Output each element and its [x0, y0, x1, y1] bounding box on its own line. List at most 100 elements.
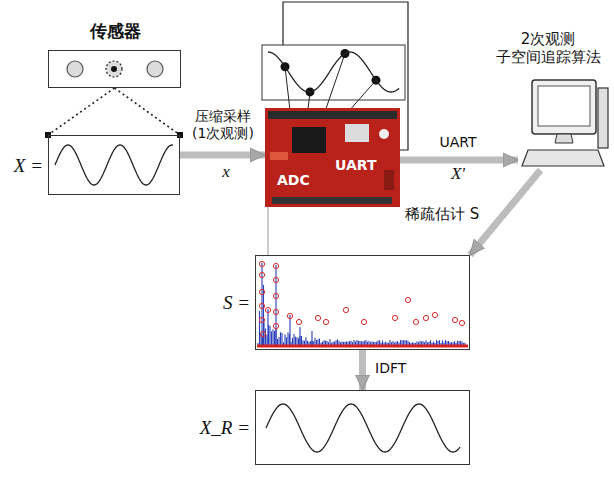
spectrum-line	[437, 341, 438, 345]
sensor-box: 传感器	[48, 50, 181, 88]
spectrum-line	[293, 334, 294, 345]
spectrum-line	[461, 342, 462, 345]
process-arrow	[400, 157, 518, 164]
spectrum-line	[310, 341, 311, 345]
estimate-marker	[260, 331, 265, 336]
spectrum-line	[349, 341, 350, 345]
spectrum-line	[284, 334, 285, 345]
spectrum-line	[296, 337, 297, 345]
spectrum-line	[341, 341, 342, 345]
spectrum-line	[304, 341, 305, 345]
spectrum-line	[316, 340, 317, 345]
computer-icon	[522, 80, 608, 166]
estimate-marker	[392, 315, 397, 320]
spectrum-line	[419, 341, 420, 345]
estimate-marker	[273, 277, 278, 282]
spectrum-line	[266, 335, 267, 345]
output-box: X_R =	[255, 390, 470, 465]
spectrum-line	[458, 341, 459, 345]
spectrum-line	[460, 341, 461, 345]
spectrum-line	[362, 341, 363, 345]
estimate-marker	[413, 319, 418, 324]
spectrum-line	[271, 331, 272, 345]
spectrum-line	[298, 338, 299, 345]
computer-box: 2次观测 子空间追踪算法	[518, 78, 608, 170]
spectrum-line	[442, 340, 443, 345]
spectrum-line	[371, 341, 372, 345]
spectrum-line	[446, 341, 447, 345]
spectrum-line	[265, 329, 266, 345]
spectrum-line	[299, 327, 300, 345]
estimate-marker	[452, 317, 457, 322]
estimate-marker	[323, 319, 328, 324]
spectrum-line	[457, 341, 458, 345]
estimate-marker	[361, 319, 366, 324]
spectrum-line	[416, 341, 417, 345]
estimate-marker	[273, 263, 278, 268]
estimate-marker	[423, 315, 428, 320]
spectrum-line	[334, 342, 335, 345]
spectrum-line	[353, 340, 354, 345]
sensing-line	[48, 88, 115, 135]
spectrum-line	[436, 340, 437, 345]
spectrum-line	[277, 339, 278, 345]
node-text: 传感器	[90, 21, 141, 41]
reconstructed-wave	[266, 404, 460, 452]
spectrum-line	[326, 341, 327, 345]
spectrum-line	[323, 340, 324, 345]
spectrum-line	[397, 341, 398, 345]
spectrum-line	[295, 337, 296, 345]
spectrum-line	[395, 342, 396, 345]
spectrum-line	[346, 341, 347, 345]
trace	[270, 152, 288, 160]
spectrum-line	[361, 341, 362, 345]
spectrum-line	[313, 341, 314, 345]
signal-wave	[55, 145, 173, 185]
sampled-wave	[268, 52, 399, 92]
signal-name: X'	[451, 164, 465, 184]
process-arrow	[180, 151, 265, 158]
trace	[384, 170, 394, 190]
spectrum-line	[358, 341, 359, 345]
spectrum-line	[278, 337, 279, 345]
spectrum-line	[287, 332, 288, 345]
spectrum-line	[401, 340, 402, 345]
spectrum-line	[332, 341, 333, 345]
screen	[538, 86, 590, 126]
spectrum-line	[325, 341, 326, 345]
spectrum-line	[311, 331, 312, 345]
spectrum-line	[269, 326, 270, 345]
edge-label: UART	[439, 134, 476, 151]
spectrum-line	[267, 309, 268, 345]
sensing-line	[115, 88, 181, 135]
signal-name: x	[222, 162, 230, 182]
node-text: X_R =	[200, 417, 250, 440]
pin-header	[272, 197, 392, 204]
estimate-marker	[405, 297, 410, 302]
spectrum-line	[259, 311, 260, 345]
spectrum-line	[400, 340, 401, 345]
spectrum-line	[407, 341, 408, 345]
keyboard	[522, 150, 604, 166]
estimate-marker	[315, 315, 320, 320]
estimate-marker	[273, 309, 278, 314]
spectrum-line	[289, 315, 290, 345]
board-photo	[265, 108, 400, 207]
sample-box	[262, 45, 405, 100]
spectrum-line	[302, 340, 303, 345]
spectrum-line	[356, 340, 357, 345]
process-arrow	[359, 350, 366, 390]
spectrum-line	[448, 341, 449, 345]
board-pcb	[265, 108, 400, 207]
spectrum-line	[274, 331, 275, 345]
estimate-marker	[259, 317, 264, 322]
spectrum-line	[286, 337, 287, 345]
node-text: ADC	[277, 172, 310, 189]
node-text: X =	[14, 155, 43, 178]
spectrum-line	[368, 341, 369, 345]
spectrum-line	[338, 341, 339, 345]
spectrum-line	[392, 341, 393, 345]
spectrum-line	[433, 342, 434, 345]
computer-tower	[598, 88, 608, 148]
